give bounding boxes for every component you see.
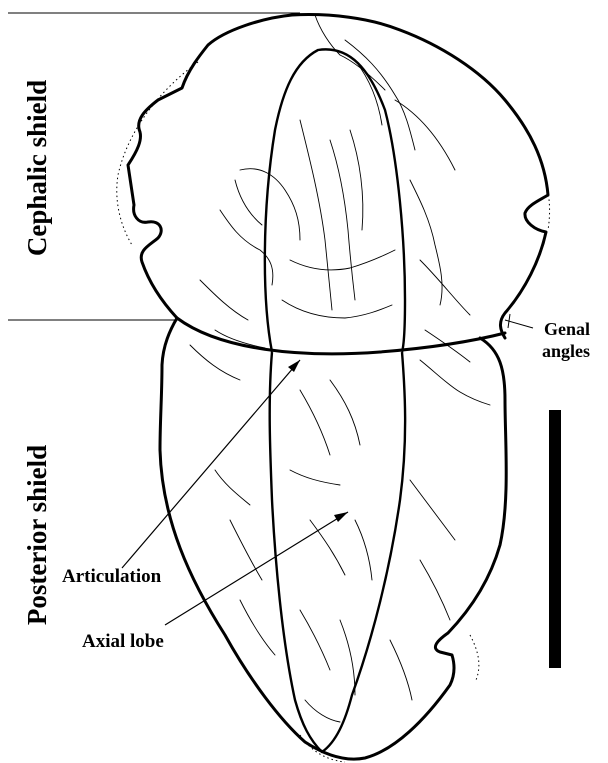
genal-angles-label-line1: Genal [544,319,590,339]
dotted-reconstruction-left [117,62,198,245]
articulation-pointer-arrowhead [288,360,300,372]
axial-lobe-cephalic-outline [265,49,405,352]
posterior-shield-label: Posterior shield [22,445,52,625]
cephalic-shield-outline [128,15,548,338]
genal-angles-label-line2: angles [542,341,590,361]
cephalic-shield-label: Cephalic shield [22,80,52,256]
articulation-label: Articulation [62,566,162,587]
axial-lobe-posterior-outline [270,352,405,752]
scale-bar [549,410,561,668]
axial-lobe-pointer-line [165,512,348,625]
axial-lobe-label: Axial lobe [82,631,164,652]
surface-texture [190,15,490,722]
axial-lobe-pointer-arrowhead [334,512,348,522]
